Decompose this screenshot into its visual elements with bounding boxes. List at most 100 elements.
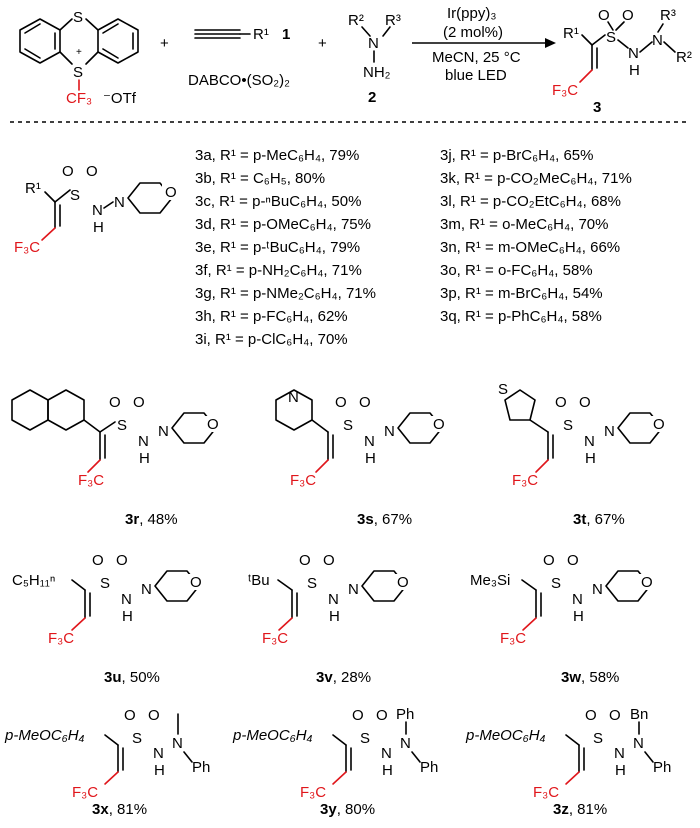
catalyst-loading: (2 mol%): [443, 24, 503, 41]
svg-text:H: H: [122, 608, 133, 625]
svg-text:S: S: [551, 575, 561, 592]
svg-text:O: O: [124, 707, 136, 724]
svg-text:H: H: [615, 762, 626, 779]
solvent-conditions: MeCN, 25 °C: [432, 49, 521, 66]
svg-text:3s, 67%: 3s, 67%: [357, 511, 412, 528]
svg-text:S: S: [593, 730, 603, 747]
atom-s-plus: S: [73, 64, 83, 81]
svg-text:NH₂: NH₂: [363, 64, 391, 81]
svg-text:S: S: [563, 417, 573, 434]
dabco-additive: DABCO•(SO₂)₂: [188, 72, 290, 89]
svg-text:O: O: [609, 707, 621, 724]
svg-text:O: O: [653, 416, 665, 433]
svg-text:3j, R¹ = p-BrC₆H₄, 65%: 3j, R¹ = p-BrC₆H₄, 65%: [440, 147, 593, 164]
compound-3z: p-MeOC₆H₄ F₃C S O O N H N Bn Ph 3z, 81%: [465, 706, 671, 818]
svg-text:R¹: R¹: [563, 25, 579, 42]
compound-3y: p-MeOC₆H₄ F₃C S O O N H N Ph Ph 3y, 80%: [232, 706, 438, 818]
compound-3s: N F₃C S O O N H N O 3s, 67%: [275, 389, 445, 528]
svg-text:+: +: [318, 35, 327, 52]
svg-text:H: H: [629, 62, 640, 79]
svg-text:O: O: [555, 394, 567, 411]
svg-text:3z, 81%: 3z, 81%: [553, 801, 607, 818]
svg-text:N: N: [604, 423, 615, 440]
counterion: ⁻OTf: [103, 90, 137, 107]
svg-text:3n, R¹ = m-OMeC₆H₄, 66%: 3n, R¹ = m-OMeC₆H₄, 66%: [440, 239, 620, 256]
svg-text:N: N: [628, 45, 639, 62]
svg-text:O: O: [376, 707, 388, 724]
svg-text:3e, R¹ = p-ᵗBuC₆H₄, 79%: 3e, R¹ = p-ᵗBuC₆H₄, 79%: [195, 239, 360, 256]
svg-text:S: S: [70, 187, 80, 204]
thianthrenium-reagent: S S + CF₃ ⁻OTf: [19, 9, 139, 107]
svg-text:N: N: [328, 591, 339, 608]
svg-text:3r, 48%: 3r, 48%: [125, 511, 178, 528]
alkyne-reagent: R¹ 1 DABCO•(SO₂)₂: [188, 26, 290, 89]
general-structure: R¹ F₃C S O O N H N O: [14, 163, 177, 256]
svg-text:O: O: [359, 394, 371, 411]
svg-text:C₅H₁₁ⁿ: C₅H₁₁ⁿ: [12, 572, 55, 589]
svg-text:S: S: [343, 417, 353, 434]
svg-text:N: N: [381, 745, 392, 762]
svg-text:S: S: [132, 730, 142, 747]
svg-text:p-MeOC₆H₄: p-MeOC₆H₄: [4, 727, 85, 744]
svg-text:O: O: [598, 7, 610, 24]
svg-text:O: O: [352, 707, 364, 724]
svg-text:N: N: [114, 194, 125, 211]
svg-text:Ph: Ph: [653, 759, 671, 776]
svg-text:H: H: [382, 762, 393, 779]
svg-text:H: H: [573, 608, 584, 625]
svg-text:O: O: [165, 184, 177, 201]
svg-text:3c, R¹ = p-ⁿBuC₆H₄, 50%: 3c, R¹ = p-ⁿBuC₆H₄, 50%: [195, 193, 361, 210]
svg-text:N: N: [384, 423, 395, 440]
svg-text:S: S: [117, 417, 127, 434]
svg-text:F₃C: F₃C: [78, 472, 104, 489]
svg-text:O: O: [133, 394, 145, 411]
svg-text:3u, 50%: 3u, 50%: [104, 669, 160, 686]
svg-text:3h, R¹ = p-FC₆H₄, 62%: 3h, R¹ = p-FC₆H₄, 62%: [195, 308, 348, 325]
svg-text:N: N: [172, 735, 183, 752]
svg-text:R²: R²: [676, 49, 692, 66]
svg-text:F₃C: F₃C: [300, 784, 326, 801]
svg-text:3g, R¹ = p-NMe₂C₆H₄, 71%: 3g, R¹ = p-NMe₂C₆H₄, 71%: [195, 285, 376, 302]
svg-text:Ph: Ph: [192, 759, 210, 776]
svg-text:3i, R¹ = p-ClC₆H₄, 70%: 3i, R¹ = p-ClC₆H₄, 70%: [195, 331, 348, 348]
svg-text:F₃C: F₃C: [512, 472, 538, 489]
r1-label: R¹: [253, 26, 269, 43]
svg-text:H: H: [329, 608, 340, 625]
svg-text:3q, R¹ = p-PhC₆H₄, 58%: 3q, R¹ = p-PhC₆H₄, 58%: [440, 308, 602, 325]
svg-text:O: O: [109, 394, 121, 411]
svg-text:H: H: [585, 450, 596, 467]
product-3: R¹ F₃C S O O N H N R³ R² 3: [552, 7, 692, 116]
svg-text:3d, R¹ = p-OMeC₆H₄, 75%: 3d, R¹ = p-OMeC₆H₄, 75%: [195, 216, 371, 233]
svg-text:R²: R²: [348, 12, 364, 29]
svg-text:H: H: [154, 762, 165, 779]
atom-s: S: [73, 9, 83, 26]
svg-text:N: N: [572, 591, 583, 608]
compound-3x: p-MeOC₆H₄ F₃C S O O N H N Ph 3x, 81%: [4, 707, 210, 818]
svg-text:N: N: [364, 433, 375, 450]
svg-text:ᵗBu: ᵗBu: [248, 572, 270, 589]
svg-text:+: +: [76, 47, 82, 58]
svg-text:N: N: [652, 32, 663, 49]
reaction-arrow: Ir(ppy)₃ (2 mol%) MeCN, 25 °C blue LED: [412, 5, 556, 84]
svg-text:S: S: [360, 730, 370, 747]
substituent-table-right: 3j, R¹ = p-BrC₆H₄, 65% 3k, R¹ = p-CO₂MeC…: [440, 147, 632, 325]
svg-text:F₃C: F₃C: [533, 784, 559, 801]
svg-text:N: N: [153, 745, 164, 762]
svg-text:N: N: [584, 433, 595, 450]
svg-text:H: H: [93, 219, 104, 236]
svg-text:F₃C: F₃C: [48, 630, 74, 647]
svg-text:N: N: [592, 581, 603, 598]
compound-3r: F₃C S O O N H N O 3r, 48%: [11, 389, 219, 528]
svg-text:S: S: [307, 575, 317, 592]
svg-text:O: O: [335, 394, 347, 411]
svg-text:N: N: [348, 581, 359, 598]
svg-text:3l, R¹ = p-CO₂EtC₆H₄, 68%: 3l, R¹ = p-CO₂EtC₆H₄, 68%: [440, 193, 621, 210]
catalyst: Ir(ppy)₃: [447, 5, 496, 22]
svg-text:H: H: [139, 450, 150, 467]
svg-text:O: O: [567, 552, 579, 569]
substituent-table-left: 3a, R¹ = p-MeC₆H₄, 79% 3b, R¹ = C₆H₅, 80…: [195, 147, 376, 348]
svg-text:Bn: Bn: [630, 706, 648, 723]
svg-text:O: O: [299, 552, 311, 569]
svg-text:O: O: [622, 7, 634, 24]
svg-text:p-MeOC₆H₄: p-MeOC₆H₄: [465, 727, 546, 744]
